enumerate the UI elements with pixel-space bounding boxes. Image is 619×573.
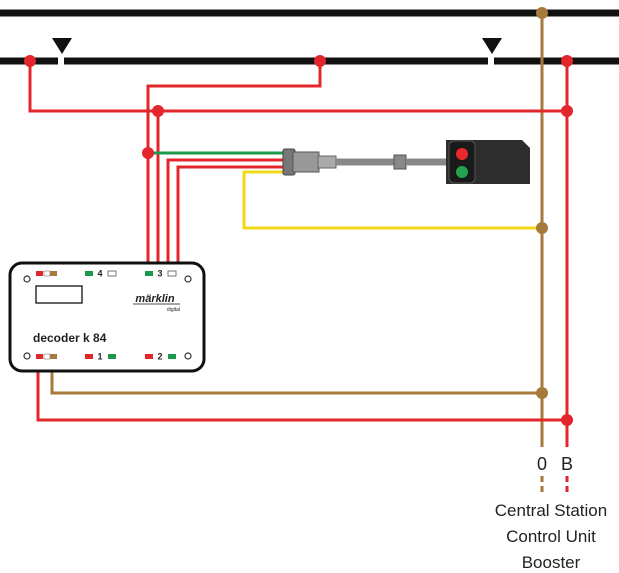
- power-source-line-2: Control Unit: [506, 527, 596, 546]
- port-label-4: 4: [97, 269, 102, 279]
- junction-dot: [142, 147, 154, 159]
- signal-red-wire: [166, 158, 285, 263]
- signal-red-light: [456, 148, 468, 160]
- track-gap-left: [58, 55, 64, 67]
- junction-dot: [561, 414, 573, 426]
- brand-logo: märklin: [135, 293, 174, 305]
- terminal-port-3: [145, 270, 177, 277]
- decoder-brown-return: [50, 372, 542, 395]
- decoder-red-return: [36, 372, 567, 422]
- port-label-3: 3: [157, 269, 162, 279]
- track-feed-decoder-wire: [146, 61, 322, 263]
- terminal-power-top: [36, 270, 57, 277]
- junction-dot: [536, 222, 548, 234]
- junction-dot: [561, 105, 573, 117]
- decoder-name: decoder k 84: [33, 331, 107, 345]
- terminal-port-1: [85, 354, 116, 359]
- booster-terminal-label: B: [561, 454, 573, 474]
- port-label-2: 2: [157, 352, 162, 362]
- isolation-marker-right: [482, 38, 502, 54]
- decoder-label-window: [35, 285, 83, 304]
- port-label-1: 1: [97, 352, 102, 362]
- signal-cable-sleeve: [393, 154, 407, 170]
- signal-connector-plug: [282, 148, 337, 176]
- signal-green-light: [456, 166, 468, 178]
- signal-red-wire-2: [176, 165, 285, 263]
- junction-dot: [561, 55, 573, 67]
- decoder-k84: [8, 261, 206, 373]
- power-source-line-1: Central Station: [495, 501, 607, 520]
- junction-dot: [24, 55, 36, 67]
- ground-terminal-label: 0: [537, 454, 547, 474]
- isolation-marker-left: [52, 38, 72, 54]
- yellow-wire: [242, 170, 542, 230]
- decoder-power-wire: [156, 109, 567, 263]
- terminal-power-bottom: [36, 353, 57, 360]
- signal-head: [446, 140, 530, 184]
- terminal-port-4: [85, 270, 117, 277]
- track-gap-right: [488, 55, 494, 67]
- brand-sub: digital: [167, 307, 180, 313]
- power-source-line-3: Booster: [522, 553, 581, 572]
- terminal-port-2: [145, 354, 176, 359]
- junction-dot: [314, 55, 326, 67]
- junction-dot: [536, 7, 548, 19]
- junction-dot: [536, 387, 548, 399]
- junction-dot: [152, 105, 164, 117]
